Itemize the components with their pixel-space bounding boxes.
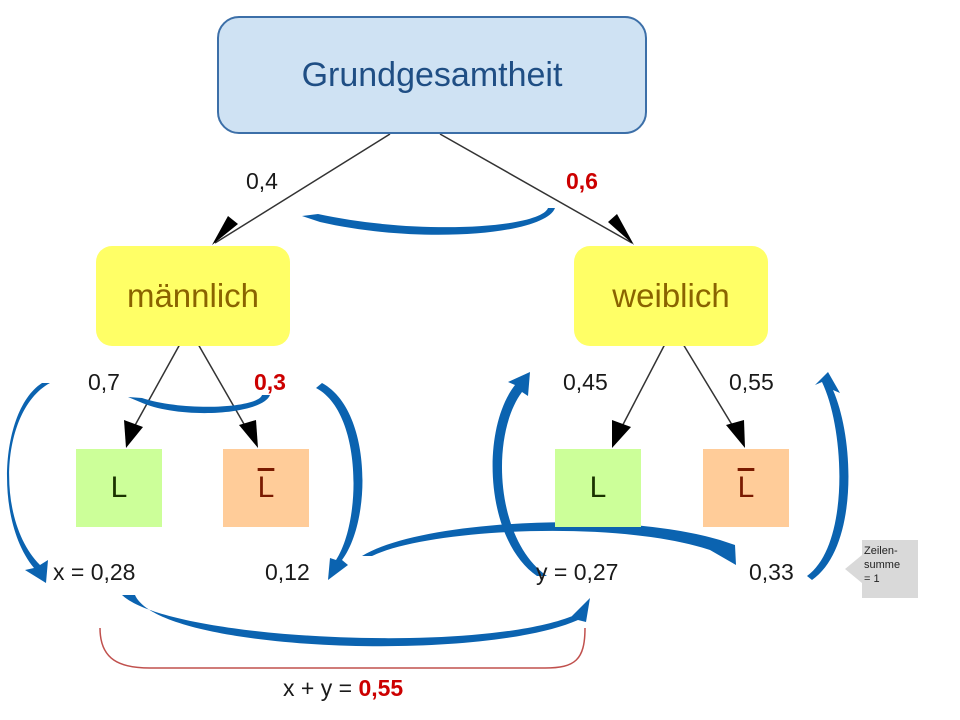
callout-line-3: = 1 bbox=[864, 573, 880, 585]
node-maennlich: männlich bbox=[96, 246, 290, 346]
curved-arrow-left-outer bbox=[7, 383, 50, 583]
edge-m-L bbox=[127, 343, 181, 439]
sum-prefix: x + y = bbox=[283, 675, 359, 701]
curved-arrow-027-up bbox=[492, 372, 547, 576]
prob-w-L: 0,45 bbox=[563, 369, 608, 395]
result-w-notL: 0,33 bbox=[749, 559, 794, 585]
edge-root-maennlich bbox=[214, 133, 391, 244]
sum-brace bbox=[99, 627, 586, 669]
prob-m-L: 0,7 bbox=[88, 369, 120, 395]
leaf-w-L: L bbox=[555, 449, 641, 527]
sum-value: 0,55 bbox=[358, 675, 404, 701]
leaf-m-L: L bbox=[76, 449, 162, 527]
leaf-w-notL-label: L bbox=[737, 471, 755, 504]
curved-arrow-033-up bbox=[807, 372, 849, 580]
leaf-w-notL: L bbox=[703, 449, 789, 527]
edge-root-weiblich bbox=[439, 133, 633, 244]
callout-text: Zeilen- summe = 1 bbox=[864, 544, 900, 586]
node-weiblich: weiblich bbox=[574, 246, 768, 346]
edge-root-weiblich-arrowhead bbox=[608, 214, 634, 245]
curved-arrow-right-outer-m bbox=[316, 383, 363, 580]
leaf-w-L-label: L bbox=[589, 471, 607, 504]
edge-m-notL bbox=[197, 343, 253, 439]
prob-m-notL: 0,3 bbox=[254, 369, 286, 395]
curved-arrow-012-to-033 bbox=[362, 522, 736, 565]
callout-line-2: summe bbox=[864, 559, 901, 571]
prob-weiblich: 0,6 bbox=[566, 168, 598, 194]
callout-line-1: Zeilen- bbox=[864, 545, 898, 557]
prob-maennlich: 0,4 bbox=[246, 168, 278, 194]
sum-label: x + y = 0,55 bbox=[283, 675, 403, 702]
root-label: Grundgesamtheit bbox=[301, 55, 563, 94]
result-m-notL: 0,12 bbox=[265, 559, 310, 585]
curved-arrow-x-to-y bbox=[122, 595, 590, 647]
tree-edges bbox=[124, 133, 745, 448]
curved-arrow-06-to-04 bbox=[302, 208, 555, 235]
result-y: y = 0,27 bbox=[536, 559, 619, 585]
leaf-m-notL-label: L bbox=[257, 471, 275, 504]
result-x: x = 0,28 bbox=[53, 559, 136, 585]
edge-m-L-arrowhead bbox=[124, 420, 143, 448]
leaf-m-L-label: L bbox=[110, 471, 128, 504]
edge-w-notL bbox=[682, 343, 741, 439]
curved-arrow-03-to-07 bbox=[128, 395, 270, 414]
node-weiblich-label: weiblich bbox=[612, 277, 730, 314]
callout-arrow-shape bbox=[845, 540, 918, 598]
edge-m-notL-arrowhead bbox=[239, 420, 258, 448]
leaf-m-notL: L bbox=[223, 449, 309, 527]
prob-w-notL: 0,55 bbox=[729, 369, 774, 395]
edge-w-notL-arrowhead bbox=[726, 420, 745, 448]
root-node: Grundgesamtheit bbox=[217, 16, 647, 134]
blue-curved-arrows bbox=[7, 208, 849, 647]
edge-w-L-arrowhead bbox=[612, 420, 631, 448]
edge-root-maennlich-arrowhead bbox=[212, 216, 238, 245]
edge-w-L bbox=[615, 343, 666, 439]
node-maennlich-label: männlich bbox=[126, 277, 260, 314]
